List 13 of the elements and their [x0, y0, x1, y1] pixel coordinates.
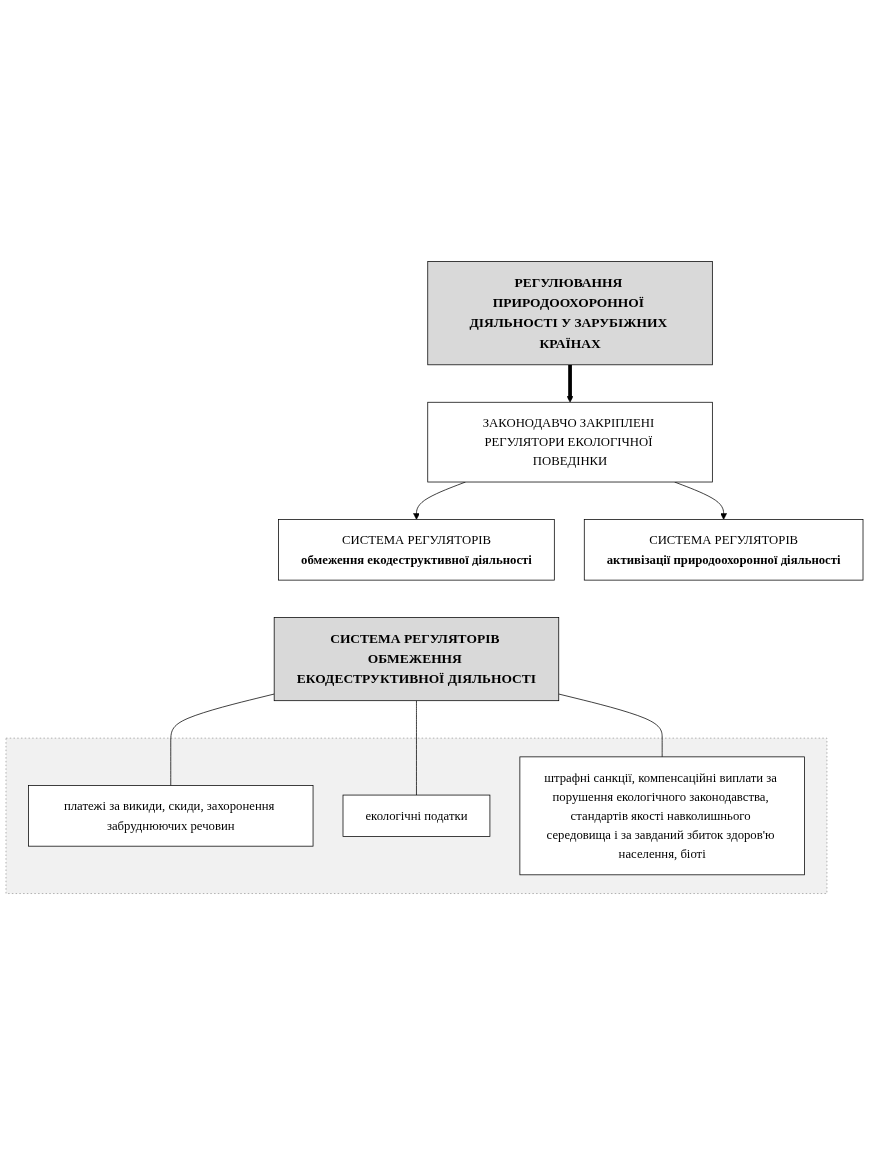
node-box — [278, 519, 555, 581]
connector — [558, 693, 663, 758]
node-box — [427, 261, 713, 366]
node-box — [342, 794, 491, 837]
connector — [416, 700, 417, 796]
node-box — [427, 401, 713, 483]
arrow — [566, 364, 574, 403]
connector — [170, 693, 275, 786]
node-box — [28, 785, 314, 847]
cluster — [5, 737, 828, 894]
node-box — [273, 617, 560, 702]
node-box — [519, 756, 805, 876]
node-box — [583, 519, 864, 581]
